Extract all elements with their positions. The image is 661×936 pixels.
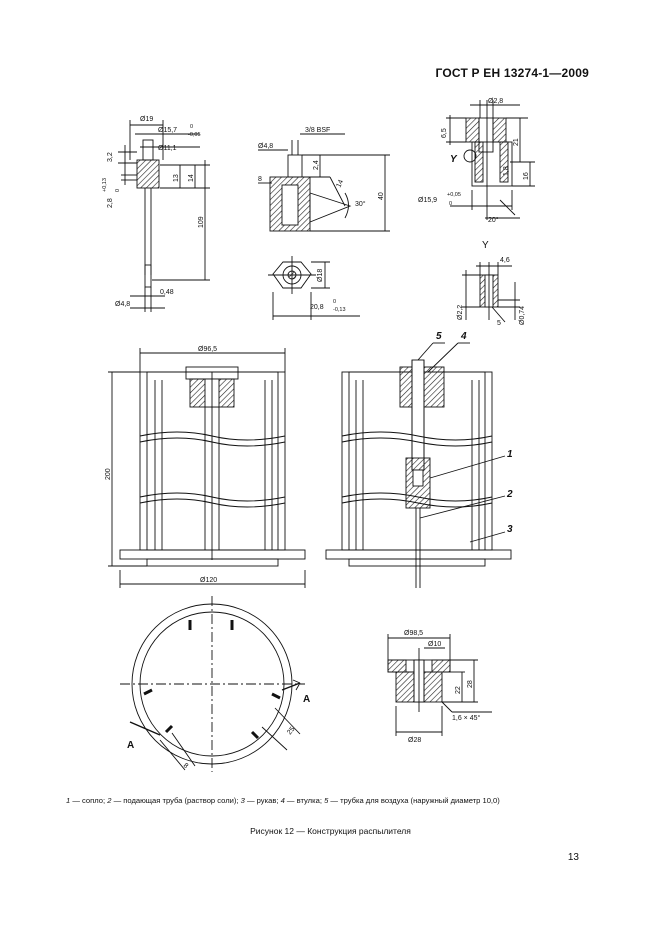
detail-y-title: Y — [482, 240, 489, 251]
dim-nozzle-h13: 13 — [173, 174, 180, 182]
callout-4: 4 — [460, 331, 467, 342]
dim-hex-w208-tol-lo: -0,13 — [333, 307, 346, 313]
legend-num-2: 2 — [107, 796, 112, 805]
dim-nozzle-d15-tol-up: 0 — [190, 124, 193, 130]
dim-assembly-d120: Ø120 — [200, 577, 217, 584]
legend-num-5: 5 — [324, 796, 329, 805]
dim-bush-d10: Ø10 — [428, 641, 441, 648]
dim-fitting-h40: 40 — [378, 192, 385, 200]
dim-assembly-d965: Ø96,5 — [198, 346, 217, 353]
callout-3: 3 — [507, 524, 513, 535]
legend-text-3: — рукав; — [244, 796, 281, 805]
dim-nozzle-d15-tol-lo: -0,05 — [188, 132, 201, 138]
legend-num-1: 1 — [66, 796, 71, 805]
hex-nut-drawing — [268, 256, 360, 320]
dim-plan-w8: 8 — [182, 762, 190, 770]
dim-assembly-h200: 200 — [105, 468, 112, 480]
dim-tip-d28: Ø2,8 — [488, 98, 503, 105]
dim-fitting-h8: 8 — [258, 176, 262, 183]
dim-nozzle-h109: 109 — [198, 216, 205, 228]
dim-bush-chamfer: 1,6 × 45° — [452, 714, 480, 722]
dim-fitting-d48: Ø4,8 — [258, 143, 273, 150]
dim-bush-h28: 28 — [467, 680, 474, 688]
fitting-drawing — [258, 133, 390, 232]
assembly-outer-view — [108, 348, 306, 588]
dim-nozzle-h28-tol-lo: 0 — [115, 189, 121, 192]
legend-text-1: — сопло; — [70, 796, 108, 805]
dim-fitting-h24: 2,4 — [313, 160, 320, 170]
dimension-labels: Ø19 Ø15,7 0 -0,05 Ø11,1 3,2 2,8 +0,13 0 … — [102, 98, 530, 770]
dim-nozzle-h32: 3,2 — [107, 152, 114, 162]
callout-5: 5 — [436, 331, 442, 342]
dim-tip-h18: 1,8 — [503, 166, 510, 176]
dim-tip-h65: 6,5 — [441, 128, 448, 138]
section-label-a-right: A — [303, 694, 310, 705]
dim-nozzle-d048: 0,48 — [160, 289, 174, 296]
dim-hex-w208: 20,8 — [310, 304, 324, 311]
dim-y-w46: 4,6 — [500, 257, 510, 264]
figure-legend: 1 — сопло; 2 — подающая труба (раствор с… — [66, 796, 606, 806]
dim-tip-d159-tol-lo: 0 — [449, 201, 452, 207]
dim-bush-d985: Ø98,5 — [404, 630, 423, 637]
section-label-a-left: A — [127, 740, 134, 751]
dim-nozzle-h14: 14 — [188, 174, 195, 182]
dim-y-d074: Ø0,74 — [519, 306, 526, 325]
callout-1: 1 — [507, 449, 513, 460]
document-header: ГОСТ Р ЕН 13274-1—2009 — [435, 66, 589, 80]
assembly-section-view — [325, 342, 512, 588]
air-tip-drawing — [446, 100, 535, 220]
dim-y-h5: 5 — [497, 320, 501, 327]
dim-plan-w25: 25 — [286, 726, 296, 737]
dim-tip-h16: 16 — [523, 172, 530, 180]
dim-nozzle-d15: Ø15,7 — [158, 127, 177, 134]
dim-bush-h22: 22 — [455, 686, 462, 694]
bush-drawing — [387, 634, 492, 736]
detail-y-drawing — [462, 262, 520, 323]
dim-tip-d159-tol-up: +0,05 — [447, 192, 461, 198]
dim-tip-h21: 21 — [513, 138, 520, 146]
dim-hex-w208-tol-up: 0 — [333, 299, 336, 305]
legend-num-4: 4 — [280, 796, 285, 805]
figure-caption: Рисунок 12 — Конструкция распылителя — [250, 826, 411, 836]
page-number: 13 — [567, 852, 579, 863]
callout-2: 2 — [506, 489, 513, 500]
dim-fitting-angle: 30° — [355, 200, 366, 208]
dim-nozzle-h28-tol-up: +0,13 — [102, 178, 108, 192]
dim-nozzle-d19: Ø19 — [140, 116, 153, 123]
legend-text-4: — втулка; — [284, 796, 325, 805]
legend-text-5: — трубка для воздуха (наружный диаметр 1… — [328, 796, 500, 805]
nozzle-drawing — [118, 120, 210, 312]
dim-fitting-thread: 3/8 BSF — [305, 127, 330, 134]
plan-view-circle — [120, 596, 305, 772]
dim-hex-d18: Ø18 — [317, 269, 324, 282]
dim-bush-d28: Ø28 — [408, 737, 421, 744]
dim-tip-angle: 20° — [488, 216, 499, 224]
legend-text-2: — подающая труба (раствор соли); — [111, 796, 241, 805]
dim-tip-d159: Ø15,9 — [418, 197, 437, 204]
dim-fitting-h14: 14 — [335, 179, 345, 189]
dim-nozzle-d11: Ø11,1 — [158, 145, 177, 152]
legend-num-3: 3 — [240, 796, 245, 805]
view-y-marker: Y — [450, 154, 458, 165]
dim-y-d22: Ø2,2 — [457, 305, 464, 320]
dim-nozzle-h28: 2,8 — [107, 198, 114, 208]
dim-nozzle-d48: Ø4,8 — [115, 301, 130, 308]
